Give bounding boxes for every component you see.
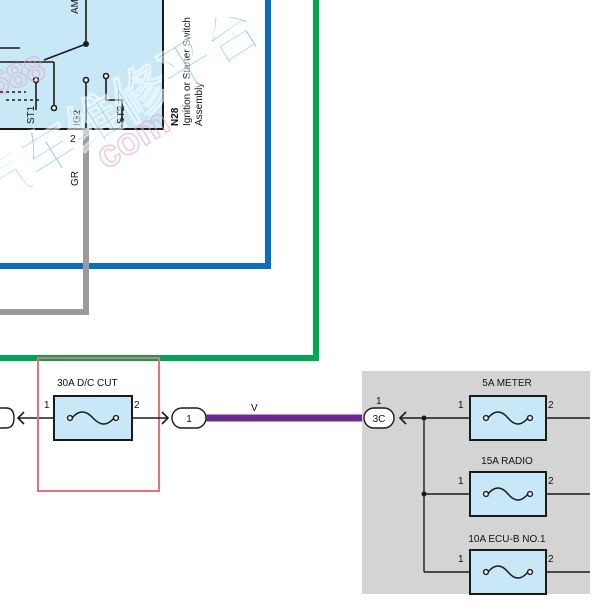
dc-cut-fuse-icon [66, 411, 120, 425]
terminal-st1-label: ST1 [26, 105, 37, 124]
wire-blue [0, 0, 271, 269]
connector-1-label: 1 [186, 414, 192, 425]
left-connector [0, 407, 15, 429]
connector-3c [363, 407, 395, 429]
component-name-line2: Assembly [194, 83, 205, 126]
dc-cut-pin-1: 1 [44, 400, 50, 411]
component-name-line1: Ignition or Starter Switch [182, 17, 193, 126]
terminal-am-label: AM [70, 0, 81, 14]
wire-color-v-label: V [251, 403, 258, 414]
terminal-ig2-label: IG2 [72, 109, 83, 126]
arrow-into-connector-1-icon [161, 411, 170, 425]
switch-contacts [0, 0, 123, 128]
wire-gray [0, 128, 89, 315]
fuse-ecu-b-pin-2: 2 [548, 554, 554, 565]
terminal-st2-label: ST2 [116, 105, 127, 124]
connector-3c-pin-label: 1 [376, 396, 382, 407]
fuse-radio-pin-2: 2 [548, 476, 554, 487]
dc-cut-pin-2: 2 [134, 400, 140, 411]
fuse-radio-label: 15A RADIO [481, 456, 533, 467]
fuse-meter-pin-2: 2 [548, 400, 554, 411]
fuse-ecu-b-icon [482, 565, 534, 579]
dc-cut-highlight [37, 357, 160, 492]
fuse-meter-label: 5A METER [482, 378, 531, 389]
component-code: N28 [170, 107, 181, 126]
ignition-switch-body [0, 0, 164, 130]
wire-color-gr-label: GR [70, 171, 81, 186]
fuse-ecu-b-pin-1: 1 [458, 554, 464, 565]
fuse-radio-icon [482, 487, 534, 501]
dc-cut-label: 30A D/C CUT [57, 378, 118, 389]
pin-2-label: 2 [70, 134, 76, 145]
switch-dashed-link [0, 91, 40, 101]
fuse-meter-icon [482, 411, 534, 425]
connector-3c-label: 3C [373, 414, 386, 425]
fuse-radio-pin-1: 1 [458, 476, 464, 487]
fuse-ecu-b-label: 10A ECU-B NO.1 [468, 534, 546, 545]
fuse-meter-pin-1: 1 [458, 400, 464, 411]
